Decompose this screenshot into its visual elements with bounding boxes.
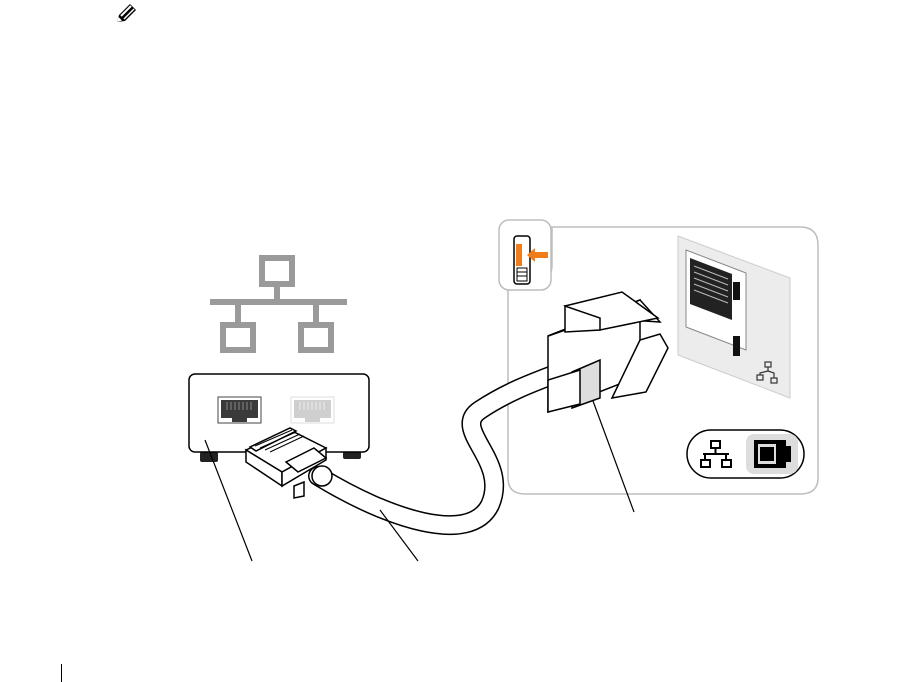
network-symbol-icon <box>210 258 347 350</box>
network-port-inactive <box>291 397 334 423</box>
orange-arrow-latch-icon <box>499 220 551 290</box>
network-port-active <box>218 397 261 423</box>
page-margin-bar <box>61 664 62 682</box>
callout-network-device <box>205 440 252 561</box>
network-port-badge-icon <box>687 430 804 478</box>
